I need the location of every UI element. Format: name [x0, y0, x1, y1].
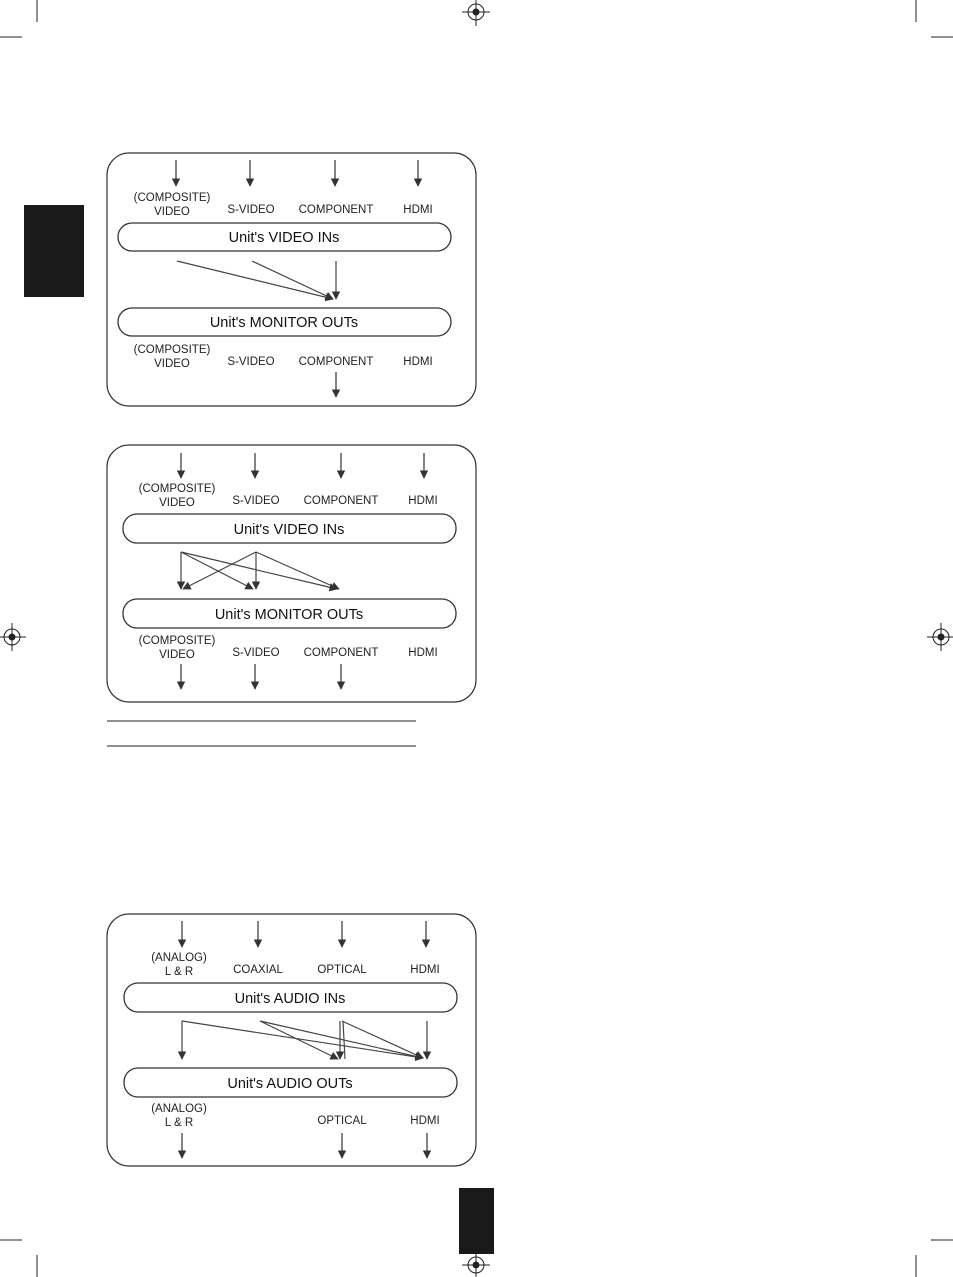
input-label-0-line1: (COMPOSITE) [139, 483, 216, 495]
input-arrows [171, 160, 423, 187]
output-label-3: HDMI [408, 647, 437, 659]
outputs-bar [117, 307, 452, 337]
input-labels: (COMPOSITE) VIDEO S-VIDEO COMPONENT HDMI [139, 483, 438, 509]
registration-mark-top [462, 0, 490, 26]
output-label-2: COMPONENT [304, 647, 379, 659]
input-label-1: S-VIDEO [232, 495, 279, 507]
input-label-3: HDMI [403, 204, 432, 216]
input-label-2: COMPONENT [299, 204, 374, 216]
output-labels: (ANALOG) L & R OPTICAL HDMI [151, 1103, 439, 1129]
diagram-frame [106, 152, 477, 407]
output-labels: (COMPOSITE) VIDEO S-VIDEO COMPONENT HDMI [134, 344, 433, 370]
input-label-2: OPTICAL [317, 964, 367, 976]
input-label-3: HDMI [410, 964, 439, 976]
output-label-0-line2: VIDEO [159, 649, 195, 661]
input-arrows [177, 921, 431, 948]
input-labels: (ANALOG) L & R COAXIAL OPTICAL HDMI [151, 952, 439, 978]
output-label-3: HDMI [403, 356, 432, 368]
registration-mark-left [0, 623, 26, 651]
outputs-bar-label: Unit's AUDIO OUTs [227, 1076, 352, 1092]
routing-arrows [177, 1020, 432, 1062]
diagram-frame [106, 913, 477, 1167]
inputs-bar [123, 982, 458, 1013]
routing-arrows [176, 551, 340, 592]
output-label-0-line2: L & R [165, 1117, 193, 1129]
output-label-0-line1: (ANALOG) [151, 1103, 207, 1115]
input-labels: (COMPOSITE) VIDEO S-VIDEO COMPONENT HDMI [134, 192, 433, 218]
diagram-audio: (ANALOG) L & R COAXIAL OPTICAL HDMI Unit… [106, 913, 477, 1167]
output-label-0-line1: (COMPOSITE) [134, 344, 211, 356]
inputs-bar [117, 222, 452, 252]
outputs-bar [122, 598, 457, 629]
output-label-2: OPTICAL [317, 1115, 367, 1127]
input-arrows [176, 453, 429, 479]
output-label-1: S-VIDEO [227, 356, 274, 368]
input-label-0-line2: L & R [165, 966, 193, 978]
input-label-0-line2: VIDEO [154, 206, 190, 218]
output-labels: (COMPOSITE) VIDEO S-VIDEO COMPONENT HDMI [139, 635, 438, 661]
inputs-bar-label: Unit's VIDEO INs [234, 522, 345, 538]
page-tab [459, 1188, 494, 1254]
output-label-0-line1: (COMPOSITE) [139, 635, 216, 647]
input-label-3: HDMI [408, 495, 437, 507]
input-label-0-line1: (ANALOG) [151, 952, 207, 964]
input-label-1: S-VIDEO [227, 204, 274, 216]
input-label-0-line1: (COMPOSITE) [134, 192, 211, 204]
outputs-bar [123, 1067, 458, 1098]
outputs-bar-label: Unit's MONITOR OUTs [210, 315, 358, 331]
diagram-video-1: (COMPOSITE) VIDEO S-VIDEO COMPONENT HDMI… [106, 152, 477, 407]
input-label-1: COAXIAL [233, 964, 283, 976]
registration-mark-right [927, 623, 953, 651]
inputs-bar-label: Unit's VIDEO INs [229, 230, 340, 246]
output-label-0-line2: VIDEO [154, 358, 190, 370]
diagram-video-2: (COMPOSITE) VIDEO S-VIDEO COMPONENT HDMI… [106, 444, 477, 703]
input-label-2: COMPONENT [304, 495, 379, 507]
output-label-3: HDMI [410, 1115, 439, 1127]
output-label-2: COMPONENT [299, 356, 374, 368]
outputs-bar-label: Unit's MONITOR OUTs [215, 607, 363, 623]
routing-arrows [176, 260, 341, 302]
inputs-bar-label: Unit's AUDIO INs [235, 991, 346, 1007]
input-label-0-line2: VIDEO [159, 497, 195, 509]
diagram-frame [106, 444, 477, 703]
language-tab [24, 205, 84, 297]
output-label-1: S-VIDEO [232, 647, 279, 659]
inputs-bar [122, 513, 457, 544]
output-arrows [177, 1133, 432, 1159]
output-arrows [176, 664, 346, 690]
registration-mark-bottom [462, 1251, 490, 1277]
